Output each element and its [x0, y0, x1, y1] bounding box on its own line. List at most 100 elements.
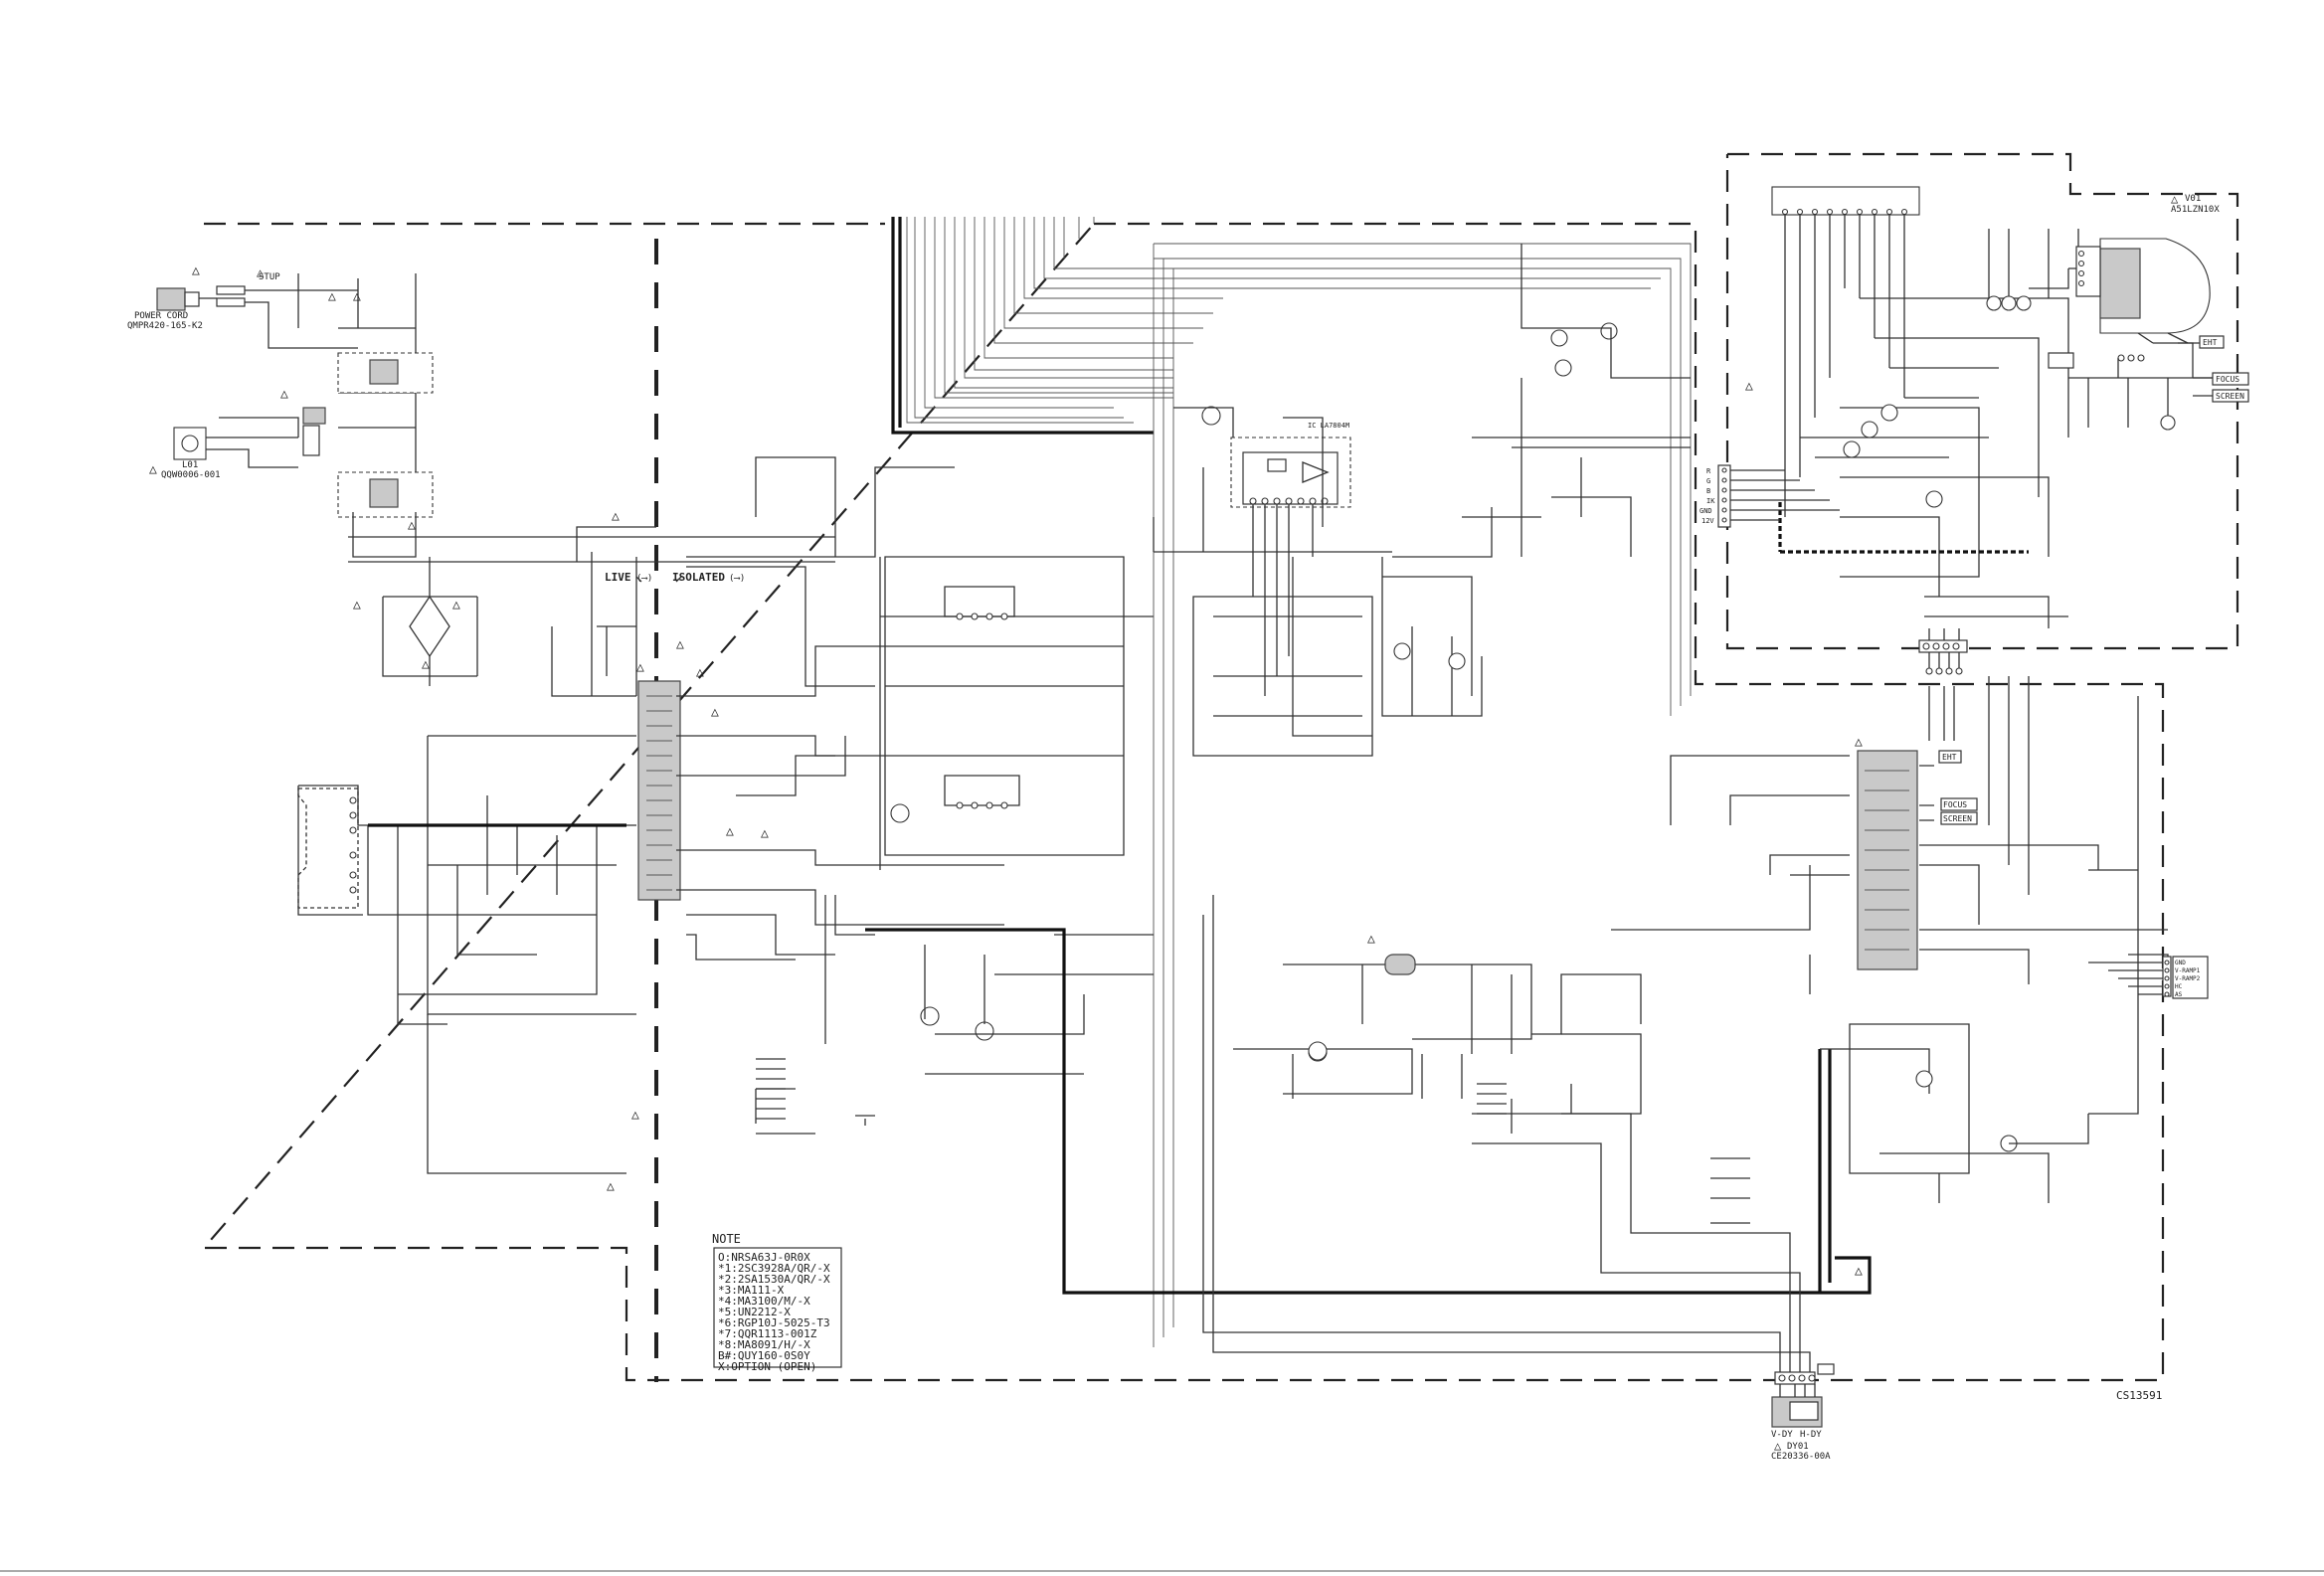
note-line: *4:MA3100/M/-X [718, 1295, 810, 1308]
crt-screen-label: SCREEN [2216, 392, 2244, 401]
svg-text:△: △ [696, 665, 704, 680]
svg-text:△: △ [1855, 735, 1863, 750]
crt-tube [2048, 238, 2211, 378]
svg-text:△: △ [280, 387, 288, 402]
note-line: *1:2SC3928A/QR/-X [718, 1262, 830, 1275]
left-socket [297, 788, 359, 909]
note-line: O:NRSA63J-0R0X [718, 1251, 810, 1264]
crt-board-outline [1725, 152, 2239, 650]
note-title: NOTE [712, 1232, 741, 1246]
crt-board-wiring [1771, 186, 2218, 646]
svg-text:△: △ [257, 265, 265, 279]
flyback-windings [1865, 770, 1909, 951]
crt-terminals [2178, 335, 2249, 403]
yoke-pin-vramp2: V-RAMP2 [2175, 975, 2201, 982]
deflection-yoke-connector [1771, 1363, 1835, 1428]
fbt-terminals [1938, 750, 1978, 825]
rgb-connector [1717, 464, 1840, 528]
yoke-feed-lines [865, 895, 1930, 1372]
fbt-focus-label: FOCUS [1943, 800, 1967, 809]
svg-text:△: △ [636, 660, 644, 675]
svg-text:△: △ [422, 657, 430, 672]
svg-text:△: △ [612, 509, 620, 524]
safety-triangles: △ △ △ △ △ △ △ △ △ △ △ △ △ △ △ △ △ △ △ △ [280, 289, 1863, 1279]
crt-ref: V01 [2185, 194, 2201, 204]
isolation-marker [635, 576, 682, 583]
svg-text:△: △ [2171, 192, 2179, 206]
svg-text:△: △ [1367, 932, 1375, 947]
svg-text:△: △ [1855, 1264, 1863, 1279]
svg-text:△: △ [1774, 1439, 1782, 1453]
svg-text:△: △ [328, 289, 336, 304]
note-line: *5:UN2212-X [718, 1306, 791, 1318]
crt-focus-label: FOCUS [2216, 375, 2239, 384]
svg-text:△: △ [452, 598, 460, 613]
secondary-rails [676, 456, 1154, 961]
svg-text:△: △ [726, 824, 734, 839]
crt-transistors [1843, 295, 2176, 508]
rgb-pin-ik: IK [1706, 497, 1715, 505]
yoke-pin-gnd: GND [2175, 960, 2186, 966]
flyback-transformer [1857, 750, 1918, 970]
line-filter [302, 352, 835, 563]
yoke-pin-as: AS [2175, 991, 2183, 998]
switching-transformer [637, 680, 681, 901]
svg-text:(⟶): (⟶) [636, 574, 652, 584]
live-label: LIVE [605, 571, 631, 584]
l01-connector [173, 417, 320, 468]
fbt-eht-label: EHT [1942, 753, 1957, 762]
yoke-part: CE20336-00A [1771, 1452, 1831, 1462]
svg-text:(⟶): (⟶) [729, 574, 745, 584]
rgb-pin-g: G [1706, 477, 1710, 485]
ic-la7804m-label: IC LA7804M [1308, 422, 1349, 430]
note-line: *3:MA111-X [718, 1284, 785, 1297]
svg-text:△: △ [192, 263, 200, 278]
yoke-v-label: V-DY [1771, 1430, 1793, 1440]
rgb-pin-12v: 12V [1701, 517, 1714, 525]
svg-text:△: △ [149, 462, 157, 477]
fbt-screen-label: SCREEN [1943, 814, 1972, 823]
l01-part: QQW0006-001 [161, 470, 221, 480]
svg-text:△: △ [761, 826, 769, 841]
small-components [890, 244, 2089, 1224]
svg-text:△: △ [353, 598, 361, 613]
power-cord-section: △ △ STUP [156, 263, 417, 497]
capacitor-array [756, 1058, 1507, 1120]
crt-board-connector [1918, 639, 1968, 675]
horizontal-output-coil [1384, 954, 1416, 975]
note-line: B#:QUY160-0S0Y [718, 1349, 810, 1362]
yoke-ref: DY01 [1787, 1442, 1809, 1452]
svg-text:△: △ [353, 289, 361, 304]
power-cord-label: POWER CORD [134, 311, 188, 321]
svg-text:△: △ [676, 637, 684, 652]
yoke-h-label: H-DY [1800, 1430, 1822, 1440]
middle-section [884, 507, 1493, 856]
svg-text:△: △ [408, 518, 416, 533]
crt-eht-label: EHT [2203, 338, 2218, 347]
note-line: *6:RGP10J-5025-T3 [718, 1316, 830, 1329]
isolated-label: ISOLATED [672, 571, 725, 584]
svg-text:△: △ [1745, 379, 1753, 394]
drawing-code: CS13591 [2116, 1389, 2162, 1402]
transformer-windings [646, 695, 672, 891]
ic-la7804m [1230, 437, 1351, 696]
svg-text:△: △ [607, 1179, 615, 1194]
yoke-pin-hc: HC [2175, 983, 2183, 990]
svg-text:STUP: STUP [259, 272, 280, 282]
rgb-pin-r: R [1706, 467, 1711, 475]
rgb-pin-b: B [1706, 487, 1710, 495]
rgb-pin-gnd: GND [1699, 507, 1712, 515]
power-plug-icon [156, 287, 186, 311]
power-cord-part: QMPR420-165-K2 [127, 321, 203, 331]
note-line: *2:2SA1530A/QR/-X [718, 1273, 830, 1286]
l01-label: L01 [182, 460, 198, 470]
svg-text:△: △ [631, 1108, 639, 1123]
note-line: X:OPTION (OPEN) [718, 1360, 816, 1373]
bridge-rectifier [382, 557, 478, 686]
crt-part: A51LZN10X [2171, 205, 2220, 215]
svg-text:△: △ [711, 705, 719, 720]
note-line: *7:QQR1113-001Z [718, 1327, 817, 1340]
note-section [713, 1247, 842, 1368]
note-line: *8:MA8091/H/-X [718, 1338, 810, 1351]
